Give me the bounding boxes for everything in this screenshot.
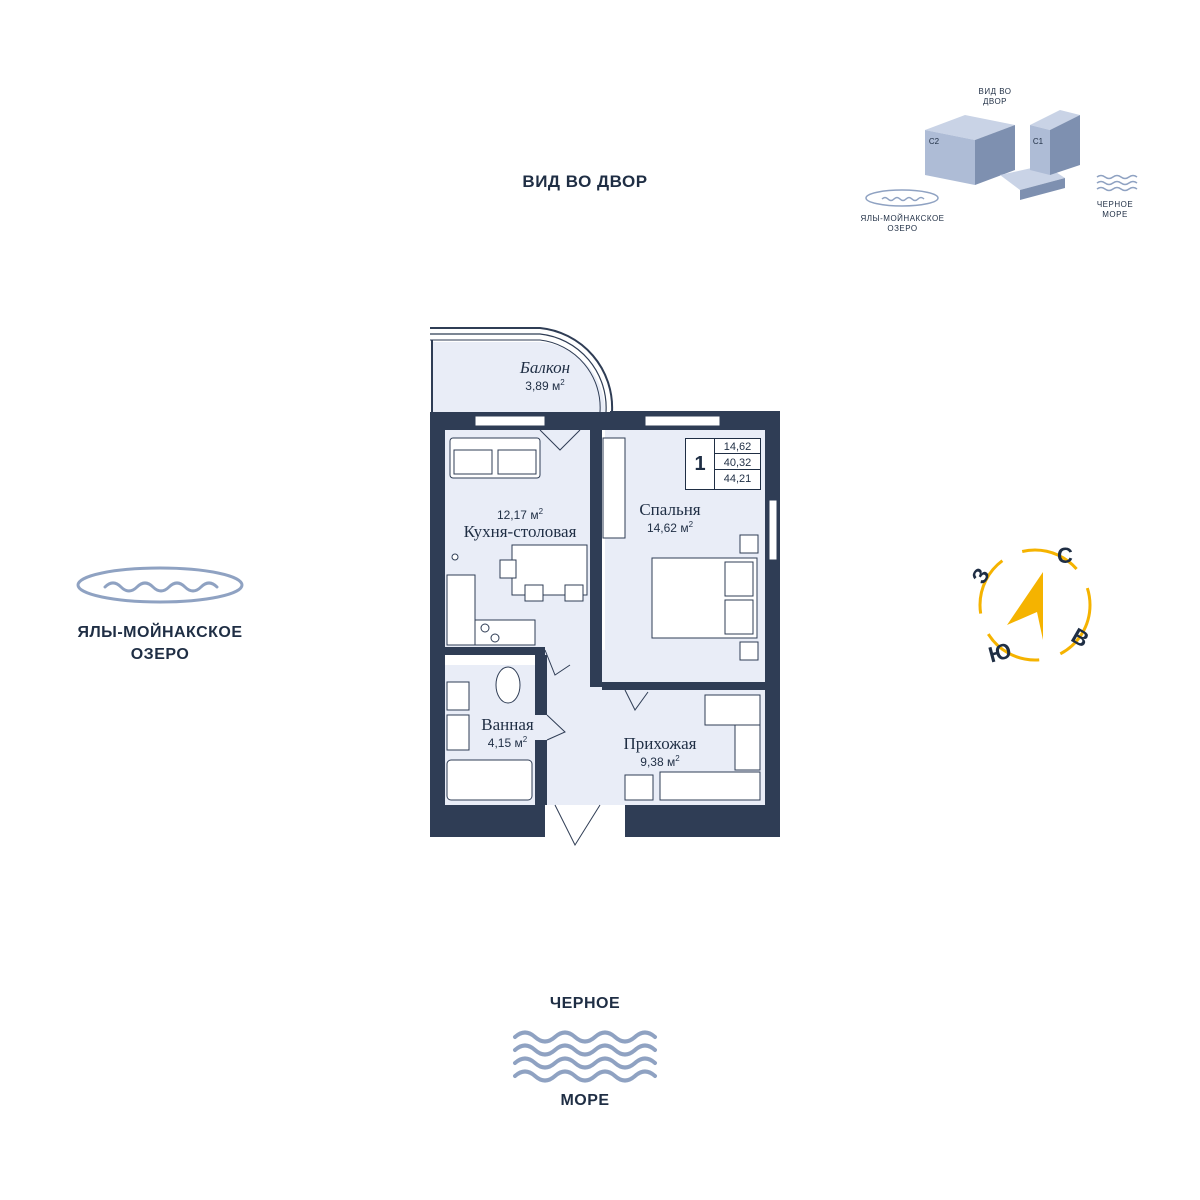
site-plan-lake-label: ЯЛЫ-МОЙНАКСКОЕ ОЗЕРО — [850, 214, 955, 234]
site-plan: ВИД ВО ДВОР С2 С1 ЯЛЫ-МОЙНАКСКОЕ ОЗЕРО Ч… — [850, 80, 1160, 250]
site-plan-lake-line1: ЯЛЫ-МОЙНАКСКОЕ — [860, 214, 945, 223]
floor-plan — [430, 327, 780, 847]
total-area-value: 40,32 — [715, 457, 760, 470]
toilet-icon — [495, 666, 521, 704]
site-plan-buildings — [865, 110, 1138, 207]
balcony-floor — [432, 342, 605, 412]
sea-waves-icon — [513, 1030, 657, 1083]
balcony-label: Балкон 3,89 м2 — [500, 358, 590, 393]
hallway-area: 9,38 м2 — [640, 754, 680, 769]
site-plan-c2-label: С2 — [928, 137, 940, 146]
kitchen-counter-icon — [446, 553, 536, 646]
bedroom-area: 14,62 м2 — [646, 520, 694, 535]
site-plan-courtyard-line2: ДВОР — [982, 97, 1008, 106]
balcony-rail — [430, 327, 614, 413]
site-plan-c1-label: С1 — [1032, 137, 1044, 146]
site-plan-courtyard-label: ВИД ВО ДВОР — [960, 87, 1030, 107]
area-summary-table: 1 14,62 40,32 44,21 — [685, 438, 761, 490]
hallway-wardrobe-icon — [624, 694, 761, 801]
balcony-name: Балкон — [519, 358, 571, 377]
lake-label-line1: ЯЛЫ-МОЙНАКСКОЕ — [77, 624, 243, 641]
kitchen-area: 12,17 м2 — [496, 507, 544, 522]
living-area-value: 14,62 — [715, 441, 760, 454]
site-plan-sea-line1: ЧЕРНОЕ — [1096, 200, 1134, 209]
bedroom-name: Спальня — [639, 500, 701, 519]
hallway-label: Прихожая 9,38 м2 — [605, 734, 715, 769]
rooms-count: 1 — [686, 439, 715, 489]
hallway-name: Прихожая — [623, 734, 697, 753]
lake-icon — [76, 566, 244, 604]
kitchen-name: Кухня-столовая — [463, 522, 577, 541]
dining-table-icon — [499, 544, 588, 602]
compass-icon — [978, 548, 1092, 662]
washbasin-icon — [446, 681, 470, 751]
bathroom-label: Ванная 4,15 м2 — [470, 715, 545, 750]
sofa-icon — [449, 437, 541, 479]
bathroom-name: Ванная — [481, 715, 534, 734]
lake-label: ЯЛЫ-МОЙНАКСКОЕ ОЗЕРО — [40, 622, 280, 666]
total-with-balcony-value: 44,21 — [723, 473, 752, 485]
compass-north: С — [1057, 543, 1073, 568]
bedroom-label: Спальня 14,62 м2 — [610, 500, 730, 535]
site-plan-sea-line2: МОРЕ — [1102, 210, 1128, 219]
bed-icon — [651, 534, 759, 661]
bathroom-area: 4,15 м2 — [487, 735, 528, 750]
site-plan-courtyard-line1: ВИД ВО — [978, 87, 1012, 96]
sea-label-bottom: МОРЕ — [560, 1092, 610, 1109]
balcony-area: 3,89 м2 — [525, 378, 565, 393]
kitchen-label: 12,17 м2 Кухня-столовая — [440, 507, 600, 542]
wardrobe-icon — [602, 437, 626, 539]
site-plan-sea-label: ЧЕРНОЕ МОРЕ — [1085, 200, 1145, 220]
courtyard-view-label: ВИД ВО ДВОР — [522, 172, 648, 191]
sea-label-top: ЧЕРНОЕ — [549, 995, 621, 1012]
bathtub-icon — [446, 759, 533, 801]
site-plan-lake-line2: ОЗЕРО — [887, 224, 918, 233]
lake-label-line2: ОЗЕРО — [130, 646, 190, 663]
